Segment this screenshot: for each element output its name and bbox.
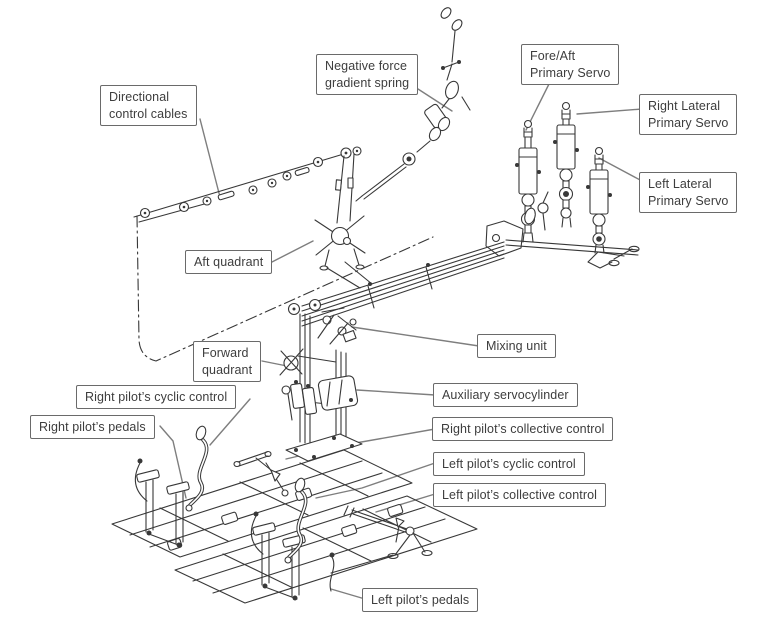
leader-line	[269, 240, 314, 264]
label-line: Right Lateral	[648, 98, 721, 113]
label-mixing-unit: Mixing unit	[477, 334, 556, 358]
label-line: Primary Servo	[648, 115, 729, 130]
label-line: Right pilot’s cyclic control	[85, 389, 228, 404]
negative-force-gradient-spring-assembly	[355, 7, 471, 202]
left-pilot-pedals-drawing	[250, 511, 335, 601]
label-right-pilots-pedals: Right pilot’s pedals	[30, 415, 155, 439]
label-line: Left pilot’s collective control	[442, 487, 598, 502]
left-lateral-primary-servo-drawing	[586, 146, 612, 254]
right-pilot-cyclic-drawing	[185, 425, 209, 512]
right-pilot-pedals-drawing	[134, 458, 190, 548]
leader-line	[356, 389, 436, 396]
leader-line	[199, 118, 221, 198]
label-line: Right pilot’s collective control	[441, 421, 605, 436]
label-line: Auxiliary servocylinder	[442, 387, 569, 402]
label-line: Mixing unit	[486, 338, 547, 353]
label-fore-aft-primary-servo: Fore/Aft Primary Servo	[521, 44, 620, 85]
cockpit-floor-frame	[111, 449, 478, 604]
label-line: quadrant	[202, 362, 253, 377]
leader-line	[315, 462, 436, 499]
label-aft-quadrant: Aft quadrant	[185, 250, 273, 274]
label-line: Left pilot’s pedals	[371, 592, 470, 607]
label-right-lateral-primary-servo: Right Lateral Primary Servo	[639, 94, 738, 135]
label-line: gradient spring	[325, 75, 410, 90]
leader-line	[375, 493, 436, 513]
directional-cable-run	[133, 146, 362, 223]
left-pilot-cyclic-drawing	[284, 477, 308, 564]
label-line: Directional	[109, 89, 170, 104]
leader-line	[159, 425, 187, 499]
left-pilot-collective-drawing	[330, 505, 433, 574]
label-directional-control-cables: Directional control cables	[100, 85, 197, 126]
label-line: Aft quadrant	[194, 254, 264, 269]
leader-line	[417, 88, 453, 112]
label-line: Primary Servo	[530, 65, 611, 80]
label-auxiliary-servocylinder: Auxiliary servocylinder	[433, 383, 578, 407]
label-right-pilots-cyclic-control: Right pilot’s cyclic control	[76, 385, 237, 409]
label-left-pilots-pedals: Left pilot’s pedals	[362, 588, 479, 612]
label-left-pilots-collective-control: Left pilot’s collective control	[433, 483, 607, 507]
leader-line	[209, 398, 251, 446]
label-line: Negative force	[325, 58, 407, 73]
leader-line	[330, 588, 366, 600]
label-line: control cables	[109, 106, 188, 121]
label-left-pilots-cyclic-control: Left pilot’s cyclic control	[433, 452, 585, 476]
floor-fittings	[167, 487, 404, 551]
panel-outline	[136, 215, 434, 362]
leader-line	[351, 326, 480, 347]
right-pilot-collective-drawing	[233, 450, 289, 497]
label-line: Left Lateral	[648, 176, 712, 191]
mixing-unit-drawing	[317, 307, 357, 345]
label-line: Primary Servo	[648, 193, 729, 208]
leader-line	[576, 108, 643, 115]
support-base-plate	[285, 433, 363, 462]
label-line: Forward	[202, 345, 249, 360]
label-line: Left pilot’s cyclic control	[442, 456, 576, 471]
leader-line	[598, 157, 643, 182]
label-left-lateral-primary-servo: Left Lateral Primary Servo	[639, 172, 738, 213]
label-forward-quadrant: Forward quadrant	[193, 341, 262, 382]
leader-lines	[159, 83, 643, 600]
auxiliary-servocylinder-drawing	[290, 375, 359, 415]
servo-input-linkage	[485, 191, 640, 269]
label-line: Right pilot’s pedals	[39, 419, 146, 434]
label-right-pilots-collective-control: Right pilot’s collective control	[432, 417, 614, 441]
aft-quadrant-assembly	[314, 215, 373, 289]
right-lateral-primary-servo-drawing	[553, 101, 579, 228]
label-negative-force-gradient-spring: Negative force gradient spring	[316, 54, 419, 95]
label-line: Fore/Aft	[530, 48, 576, 63]
mixing-unit-control-rods	[301, 241, 505, 327]
vertical-cables	[335, 153, 355, 224]
